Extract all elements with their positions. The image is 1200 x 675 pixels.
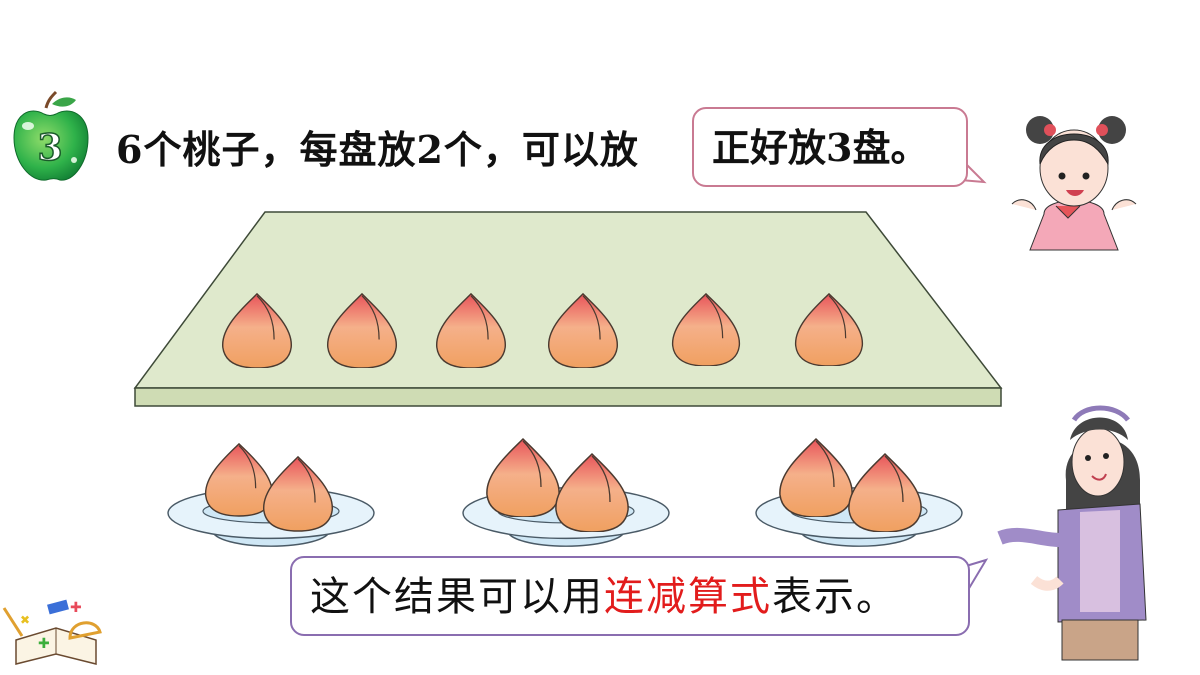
teacher-character	[997, 405, 1147, 661]
problem-text: 6个桃子，每盘放2个，可以放	[116, 127, 639, 172]
teacher-text-after: 表示。	[772, 574, 898, 620]
plate-1	[167, 443, 375, 547]
svg-text:✚: ✚	[70, 600, 82, 616]
girl-speech-text: 正好放3盘。	[712, 125, 929, 170]
girl-speech-bubble: 正好放3盘。	[692, 107, 968, 187]
girl-character	[1011, 116, 1137, 251]
highlight-term: 连减算式	[604, 574, 772, 620]
green-apple-icon	[13, 90, 89, 181]
svg-text:✚: ✚	[38, 636, 50, 652]
teacher-text-before: 这个结果可以用	[310, 574, 604, 620]
plate-2	[462, 438, 670, 547]
badge-number: 3	[37, 127, 62, 169]
svg-text:✖: ✖	[20, 613, 30, 627]
book-stationery-icon: ✚ ✚ ✖	[2, 599, 102, 665]
teacher-speech-bubble: 这个结果可以用连减算式表示。	[290, 556, 970, 636]
plate-3	[755, 438, 963, 547]
teacher-speech-text: 这个结果可以用连减算式表示。	[310, 572, 898, 622]
